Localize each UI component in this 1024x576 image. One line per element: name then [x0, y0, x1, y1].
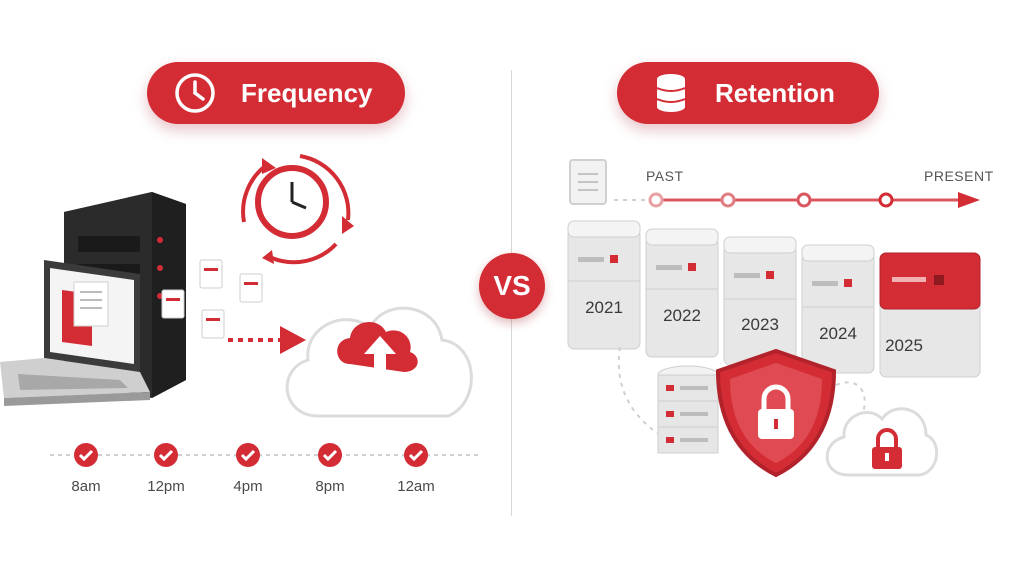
year-label: 2023 [741, 315, 779, 334]
retention-title: Retention [715, 77, 835, 108]
retention-header: Retention [617, 62, 879, 124]
schedule-time: 12am [397, 478, 435, 495]
storage-block-2022: 2022 [645, 228, 719, 358]
laptop-icon [0, 260, 150, 406]
year-label: 2025 [885, 336, 923, 355]
frequency-header: Frequency [147, 62, 405, 124]
check-icon [154, 443, 178, 467]
retention-timeline [569, 159, 980, 208]
schedule-time: 4pm [233, 478, 263, 495]
document-icons [161, 259, 263, 339]
storage-block-2024: 2024 [801, 244, 875, 374]
backup-illustration [0, 154, 473, 418]
year-blocks: 2021 2022 2023 2024 2025 [567, 220, 981, 378]
timeline-start-label: PAST [646, 168, 684, 184]
cloud-upload-icon [285, 306, 473, 418]
cloud-lock-icon [825, 407, 939, 477]
schedule-timeline [50, 443, 480, 467]
vs-badge: VS [479, 253, 545, 319]
check-icon [74, 443, 98, 467]
security-illustration [617, 346, 939, 478]
year-label: 2021 [585, 298, 623, 317]
year-label: 2022 [663, 306, 701, 325]
shield-lock-icon [715, 348, 837, 478]
storage-block-2021: 2021 [567, 220, 641, 350]
clock-icon [175, 73, 215, 113]
frequency-title: Frequency [241, 77, 373, 108]
schedule-time: 8am [71, 478, 101, 495]
check-icon [318, 443, 342, 467]
clock-cycle-icon [241, 154, 354, 265]
timeline-end-label: PRESENT [924, 168, 994, 184]
schedule-time: 12pm [147, 478, 185, 495]
check-icon [404, 443, 428, 467]
storage-block-2025: 2025 [879, 252, 981, 378]
storage-block-2023: 2023 [723, 236, 797, 366]
database-server-icon [657, 365, 719, 454]
document-icon [569, 159, 607, 205]
upload-arrow-icon [228, 326, 306, 354]
check-icon [236, 443, 260, 467]
year-label: 2024 [819, 324, 857, 343]
database-icon [656, 74, 686, 112]
schedule-time: 8pm [315, 478, 345, 495]
